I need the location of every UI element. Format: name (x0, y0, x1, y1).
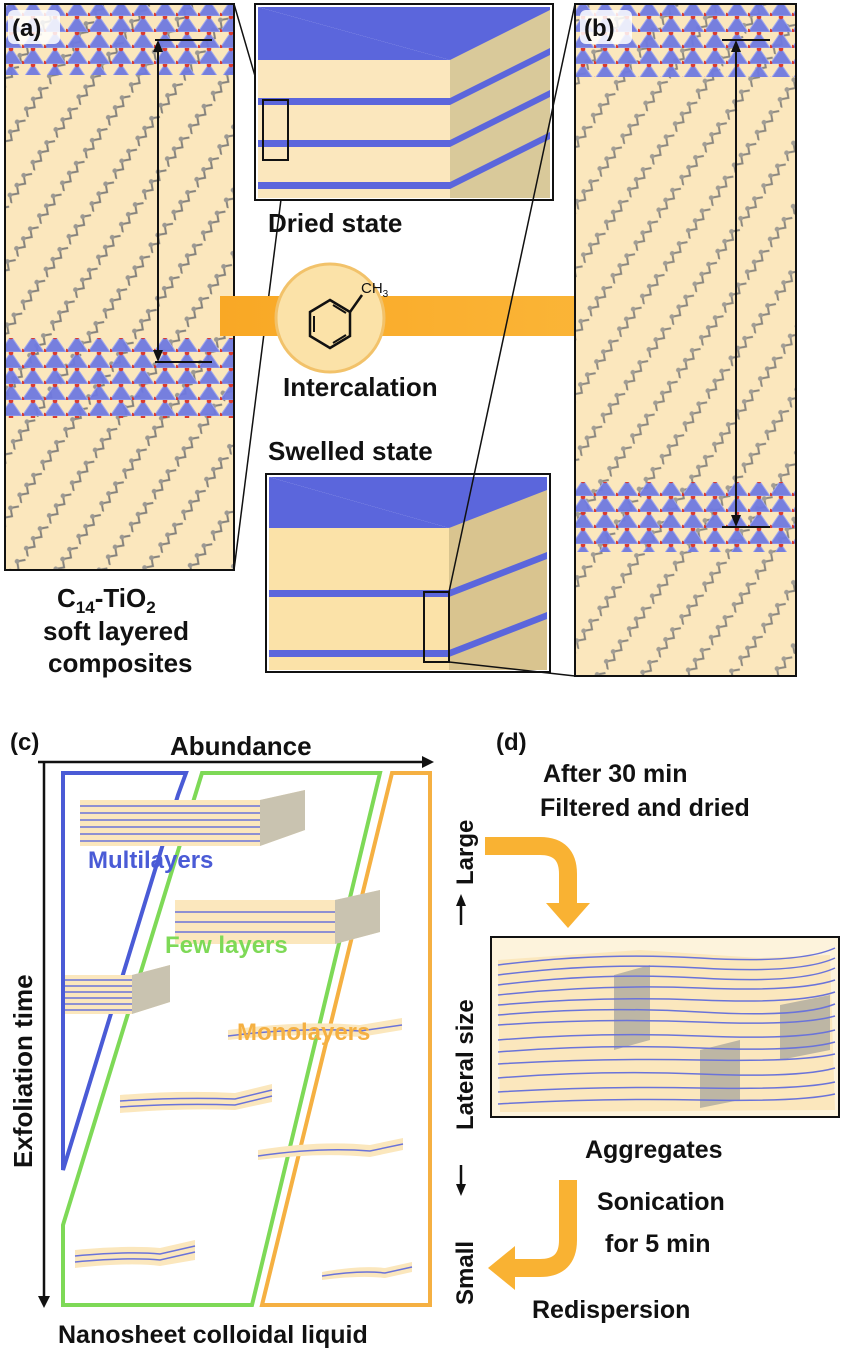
few-layers-region (61, 771, 383, 1307)
monolayers-region (259, 771, 432, 1307)
multilayer-stack-2 (65, 965, 170, 1014)
aggregates-label: Aggregates (585, 1136, 723, 1164)
multilayers-region (61, 771, 189, 1171)
lateral-size-label: Lateral size (452, 999, 479, 1130)
composite-label: C14-TiO2 soft layered composites (43, 583, 193, 678)
after-30-min-label: After 30 min (543, 760, 687, 788)
monolayers-label: Monolayers (237, 1019, 370, 1046)
monolayer-sheet-1 (227, 1018, 403, 1040)
tio2-layer-mid-b (576, 482, 795, 552)
multilayers-label: Multilayers (88, 847, 213, 874)
abundance-label: Abundance (170, 731, 312, 761)
svg-text:Filtered and dried: Filtered and dried (540, 794, 750, 822)
large-label: Large (452, 820, 479, 885)
panel-b: (b) (574, 3, 797, 677)
fewlayer-stack-1 (175, 890, 380, 944)
curved-arrow-left (515, 1180, 577, 1277)
tio2-layer-mid-a (6, 338, 233, 418)
exfoliation-time-label: Exfoliation time (8, 974, 38, 1168)
svg-text:composites: composites (48, 648, 193, 678)
monolayer-sheet-2 (257, 1138, 404, 1160)
nanosheet-colloidal-liquid-label: Nanosheet colloidal liquid (58, 1321, 368, 1349)
panel-a-label: (a) (12, 15, 41, 42)
redispersion-label: Redispersion (532, 1296, 690, 1324)
swelled-state-block (265, 473, 551, 673)
panel-b-label: (b) (584, 15, 615, 42)
panel-a: (a) (4, 3, 235, 571)
aggregates-image (490, 936, 840, 1118)
zoom-line-a (233, 159, 287, 571)
panel-c: (c) Abundance Exfoliation time (8, 729, 434, 1349)
dried-state-label: Dried state (268, 208, 402, 238)
svg-text:soft layered: soft layered (43, 616, 189, 646)
monolayer-sheet-3 (321, 1262, 413, 1280)
fewlayer-stack-2 (119, 1084, 273, 1113)
swelled-state-label: Swelled state (268, 436, 433, 466)
sonication-label: Sonication (597, 1188, 725, 1216)
sonication-duration-label: for 5 min (605, 1230, 711, 1258)
intercalation-label: Intercalation (283, 372, 438, 402)
panel-c-label: (c) (10, 729, 39, 756)
toluene-circle (274, 262, 386, 374)
panel-d: (d) After 30 min Filtered and dried Larg… (452, 729, 840, 1324)
dried-zoom-box (262, 99, 289, 161)
curved-arrow-down (485, 837, 577, 905)
fewlayer-stack-3 (74, 1240, 196, 1268)
svg-text:C14-TiO2: C14-TiO2 (57, 583, 156, 617)
dried-state-block (254, 3, 554, 201)
panel-d-label: (d) (496, 729, 527, 756)
svg-text:CH3: CH3 (361, 280, 389, 300)
small-label: Small (452, 1241, 479, 1305)
multilayer-stack-1 (80, 790, 305, 846)
few-layers-label: Few layers (165, 932, 288, 959)
swelled-zoom-box (423, 591, 450, 663)
